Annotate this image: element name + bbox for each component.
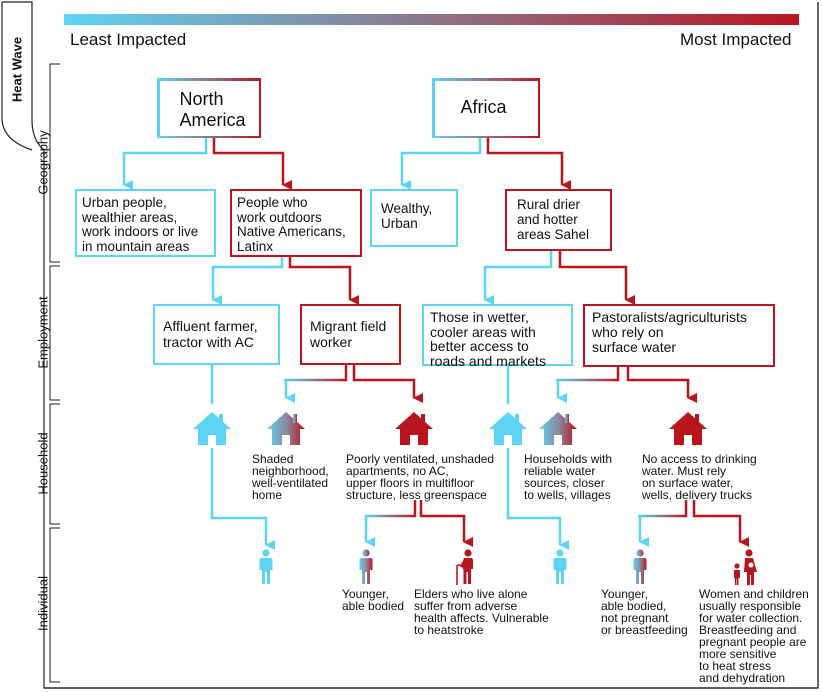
side-title: Heat Wave: [9, 36, 25, 103]
emp-na-least: Affluent farmer, tractor with AC: [153, 304, 280, 365]
emp-na-most: Migrant field worker: [300, 304, 401, 365]
level-label-geography: Geography: [35, 130, 51, 195]
geo-africa-most: Rural drier and hotter areas Sahel: [505, 189, 612, 251]
house-icon: [489, 412, 527, 445]
household-africa-most: No access to drinking water. Must rely o…: [642, 452, 757, 502]
bracket-individual: [49, 527, 60, 683]
emp-africa-least: Those in wetter, cooler areas with bette…: [422, 304, 573, 368]
geo-africa-least: Wealthy, Urban: [370, 189, 458, 247]
legend-least-impacted: Least Impacted: [70, 30, 187, 49]
household-africa-middle: Households with reliable water sources, …: [524, 452, 613, 502]
emp-africa-most: Pastoralists/agriculturists who rely on …: [583, 304, 775, 367]
region-africa-label: Africa: [434, 80, 538, 136]
region-north-america: North America: [157, 78, 261, 138]
person-icon: [553, 549, 567, 584]
frame-left: [1, 2, 33, 151]
individual-africa-middle: Younger, able bodied, not pregnant or br…: [601, 587, 688, 637]
household-na-middle: Shaded neighborhood, well-ventilated hom…: [252, 452, 329, 502]
bracket-household: [49, 403, 60, 525]
household-na-most: Poorly ventilated, unshaded apartments, …: [346, 452, 495, 502]
individual-na-most: Elders who live alone suffer from advers…: [414, 587, 549, 637]
geo-na-least: Urban people, wealthier areas, work indo…: [75, 189, 216, 257]
house-icon: [267, 412, 305, 445]
bracket-geography: [49, 63, 60, 263]
geo-na-most: People who work outdoors Native American…: [230, 189, 362, 257]
region-africa: Africa: [432, 78, 540, 138]
person-icon: [633, 549, 647, 584]
bracket-employment: [49, 265, 60, 401]
individual-na-middle: Younger, able bodied: [342, 587, 405, 613]
level-label-individual: Individual: [35, 576, 51, 631]
house-icon: [669, 412, 707, 445]
person-icon: [259, 549, 273, 584]
house-icon: [539, 412, 577, 445]
level-label-household: Household: [35, 432, 51, 495]
elder-with-cane-icon: [456, 549, 473, 585]
region-north-america-label: North America: [159, 80, 259, 136]
house-icon: [193, 412, 231, 445]
house-icon: [395, 412, 433, 445]
impact-gradient-bar: [64, 14, 799, 25]
level-label-employment: Employment: [35, 296, 51, 369]
individual-africa-most: Women and children usually responsible f…: [699, 587, 809, 685]
legend-most-impacted: Most Impacted: [680, 30, 792, 49]
woman-with-child-icon: [734, 549, 757, 585]
person-icon: [359, 549, 373, 584]
